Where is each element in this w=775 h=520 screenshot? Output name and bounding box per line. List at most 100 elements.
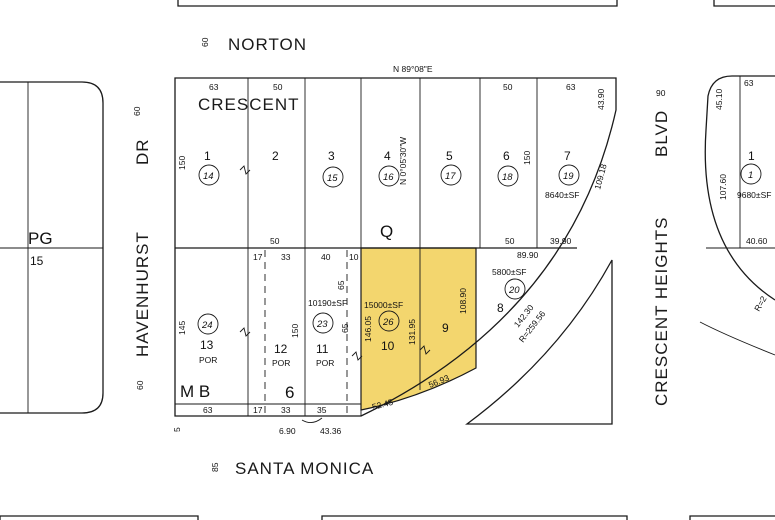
svg-text:90: 90 (656, 88, 666, 98)
svg-text:9: 9 (442, 321, 449, 335)
lot-3[interactable]: 3 15 (322, 149, 344, 188)
lot-2[interactable]: 2 (272, 149, 279, 163)
svg-text:20: 20 (508, 285, 520, 296)
svg-text:16: 16 (383, 172, 394, 183)
svg-text:6: 6 (503, 149, 510, 163)
svg-text:19: 19 (563, 171, 574, 182)
svg-text:63: 63 (203, 405, 213, 415)
lot-6[interactable]: 6 18 (497, 149, 519, 187)
svg-text:11: 11 (316, 342, 329, 356)
highlighted-parcel[interactable] (360, 247, 477, 411)
svg-text:POR: POR (272, 358, 290, 368)
svg-text:1: 1 (748, 170, 753, 181)
crescent-street-label: CRESCENT (198, 95, 300, 114)
svg-text:63: 63 (744, 78, 754, 88)
bearing-vertical: N 0°05'30"W (398, 137, 408, 185)
svg-text:150: 150 (290, 324, 300, 338)
svg-text:3: 3 (328, 149, 335, 163)
svg-text:BLVD: BLVD (652, 110, 671, 157)
svg-text:8: 8 (497, 301, 504, 315)
lot-7[interactable]: 7 19 8640±SF (545, 149, 580, 200)
svg-text:85: 85 (210, 462, 220, 472)
svg-text:9680±SF: 9680±SF (737, 190, 771, 200)
triangle-island (465, 259, 613, 425)
svg-text:15000±SF: 15000±SF (364, 300, 403, 310)
bearing-top: N 89°08"E (393, 64, 433, 74)
svg-text:5: 5 (172, 427, 182, 432)
svg-text:150: 150 (177, 156, 187, 170)
left-block-number: 15 (30, 254, 44, 268)
svg-text:14: 14 (203, 171, 214, 182)
svg-text:23: 23 (316, 319, 328, 330)
svg-text:109.18: 109.18 (592, 163, 608, 191)
svg-text:2: 2 (272, 149, 279, 163)
lot-5[interactable]: 5 17 (440, 149, 462, 186)
svg-text:50: 50 (505, 236, 515, 246)
lot-11[interactable]: 23 10190±SF 11 POR (308, 298, 347, 368)
svg-text:6.90: 6.90 (279, 426, 296, 436)
havenhurst-street-label: HAVENHURST (133, 231, 152, 357)
crescent-heights-street-label: CRESCENT HEIGHTS (652, 217, 671, 407)
svg-text:26: 26 (382, 317, 394, 328)
svg-text:89.90: 89.90 (517, 250, 539, 260)
main-block-outline (174, 77, 617, 417)
svg-text:131.95: 131.95 (407, 319, 417, 345)
svg-text:65: 65 (336, 280, 346, 290)
svg-text:50: 50 (273, 82, 283, 92)
right-block (704, 75, 775, 301)
svg-text:60: 60 (132, 106, 142, 116)
svg-text:60: 60 (200, 37, 210, 47)
svg-text:R=2: R=2 (752, 294, 769, 313)
svg-text:5: 5 (446, 149, 453, 163)
mb-label: M B (180, 382, 210, 401)
svg-text:33: 33 (281, 405, 291, 415)
svg-text:43.36: 43.36 (320, 426, 342, 436)
svg-text:10: 10 (349, 252, 359, 262)
lot-12[interactable]: 12 POR (272, 342, 290, 368)
svg-text:108.90: 108.90 (458, 288, 468, 314)
svg-text:60: 60 (135, 380, 145, 390)
svg-text:17: 17 (253, 405, 263, 415)
block-label: Q (380, 222, 393, 241)
svg-text:4: 4 (384, 149, 391, 163)
svg-text:8640±SF: 8640±SF (545, 190, 579, 200)
lot-9[interactable]: 9 (442, 321, 449, 335)
svg-text:17: 17 (253, 252, 263, 262)
svg-text:DR: DR (133, 138, 152, 165)
right-lot-1[interactable]: 1 1 9680±SF (737, 149, 771, 200)
top-block-left (177, 0, 618, 7)
svg-text:146.05: 146.05 (363, 316, 373, 342)
svg-text:45.10: 45.10 (714, 88, 724, 110)
svg-text:63: 63 (566, 82, 576, 92)
svg-text:POR: POR (199, 355, 217, 365)
mb-number: 6 (285, 383, 294, 402)
lot-13[interactable]: 24 13 POR (197, 313, 219, 365)
svg-text:18: 18 (502, 172, 513, 183)
svg-text:40: 40 (321, 252, 331, 262)
svg-text:17: 17 (445, 171, 456, 182)
left-block-label: PG (28, 229, 53, 248)
svg-text:39.90: 39.90 (550, 236, 572, 246)
lot-4[interactable]: 4 16 (378, 149, 400, 187)
svg-text:35: 35 (317, 405, 327, 415)
svg-text:150: 150 (522, 151, 532, 165)
svg-text:107.60: 107.60 (718, 174, 728, 200)
svg-text:7: 7 (564, 149, 571, 163)
lot-8[interactable]: 20 5800±SF 8 (492, 267, 526, 315)
svg-text:POR: POR (316, 358, 334, 368)
svg-text:5800±SF: 5800±SF (492, 267, 526, 277)
svg-text:24: 24 (201, 320, 213, 331)
svg-text:15: 15 (327, 173, 338, 184)
svg-text:13: 13 (200, 338, 214, 352)
svg-text:145: 145 (177, 321, 187, 335)
svg-text:10: 10 (381, 339, 395, 353)
lot-1[interactable]: 1 14 (198, 149, 220, 186)
lot-10[interactable]: 26 15000±SF 10 (364, 300, 403, 353)
svg-text:43.90: 43.90 (596, 88, 606, 110)
svg-text:50: 50 (503, 82, 513, 92)
svg-text:1: 1 (204, 149, 211, 163)
svg-text:40.60: 40.60 (746, 236, 768, 246)
svg-text:33: 33 (281, 252, 291, 262)
top-block-right (713, 0, 775, 7)
